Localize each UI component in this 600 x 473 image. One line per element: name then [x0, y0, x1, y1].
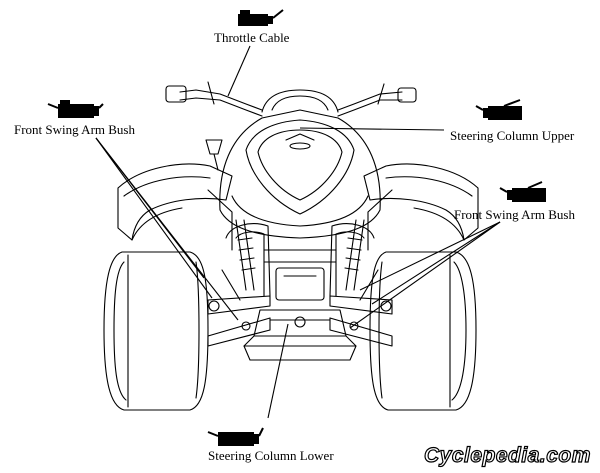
left-wheel [103, 251, 209, 411]
grease-gun-icon [47, 100, 104, 118]
steering-lower-assembly [243, 309, 357, 361]
front-fenders [117, 163, 479, 241]
leader-throttle-cable [227, 45, 251, 97]
a-arms [207, 269, 393, 347]
grease-gun-icon [207, 427, 264, 446]
front-bumper [225, 223, 375, 301]
label-throttle-cable: Throttle Cable [214, 30, 290, 45]
front-cowl [207, 109, 393, 251]
right-wheel [369, 251, 477, 411]
leader-bush-right-2 [371, 221, 501, 305]
cyclepedia-watermark: Cyclepedia.com [423, 443, 591, 467]
leader-bush-right-3 [349, 221, 501, 329]
label-front-swing-arm-bush-left: Front Swing Arm Bush [14, 122, 135, 137]
handlebars [165, 81, 417, 117]
label-steering-column-upper: Steering Column Upper [450, 128, 575, 143]
label-front-swing-arm-bush-right: Front Swing Arm Bush [454, 207, 575, 222]
grease-gun-icon [238, 9, 284, 26]
fuel-cap [205, 139, 223, 171]
leader-lines [95, 45, 501, 419]
label-steering-column-lower: Steering Column Lower [208, 448, 334, 463]
leader-bush-right-1 [359, 221, 501, 291]
leader-bush-left-2 [95, 137, 213, 299]
headlight-pod [261, 89, 339, 113]
leader-steering-upper [299, 127, 445, 131]
grease-gun-icon [499, 181, 546, 202]
shock-absorbers [235, 219, 365, 291]
leader-steering-lower [267, 323, 289, 419]
grease-gun-icon [475, 99, 522, 120]
leader-bush-left-3 [95, 137, 239, 321]
